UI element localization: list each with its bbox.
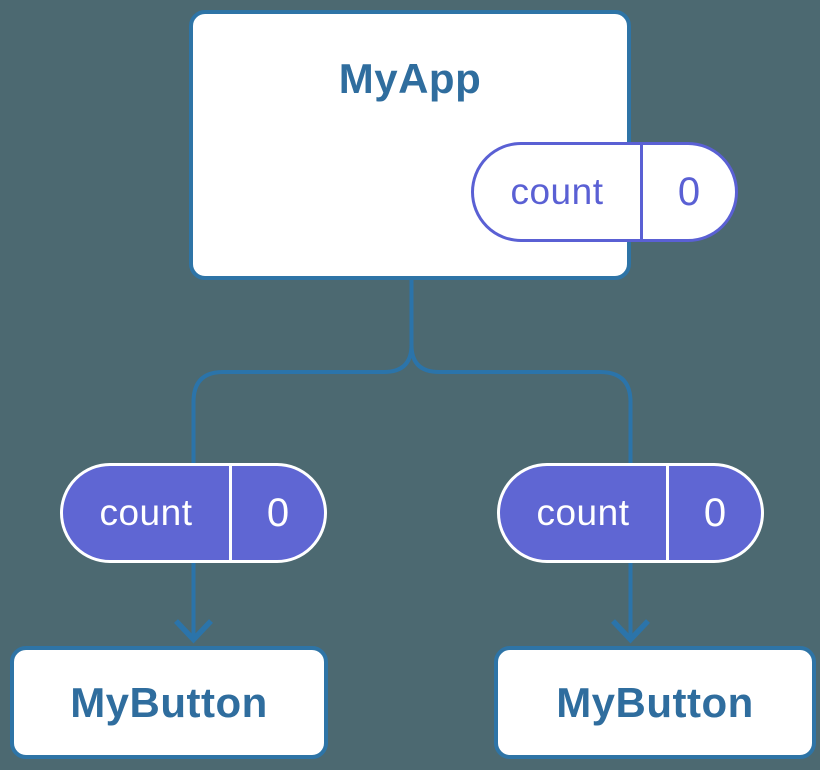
- branch-path: [191, 280, 633, 636]
- component-node-right-child: MyButton: [494, 646, 816, 759]
- component-title: MyButton: [556, 678, 754, 726]
- component-title: MyApp: [338, 55, 482, 102]
- prop-pill-label: count: [63, 466, 232, 560]
- component-node-left-child: MyButton: [10, 646, 328, 759]
- state-pill-value: 0: [677, 169, 701, 214]
- component-title: MyButton: [70, 678, 268, 726]
- prop-pill-right: count 0: [497, 463, 764, 563]
- prop-pill-label: count: [500, 466, 669, 560]
- prop-pill-value: 0: [703, 490, 727, 535]
- prop-pill-value: 0: [266, 490, 290, 535]
- prop-pill-left: count 0: [60, 463, 327, 563]
- component-node-root: MyApp count 0: [189, 10, 738, 280]
- arrow-down-icon: [611, 619, 650, 644]
- state-pill-label: count: [474, 145, 643, 239]
- arrow-down-icon: [174, 619, 213, 644]
- state-pill-root: count 0: [471, 142, 738, 242]
